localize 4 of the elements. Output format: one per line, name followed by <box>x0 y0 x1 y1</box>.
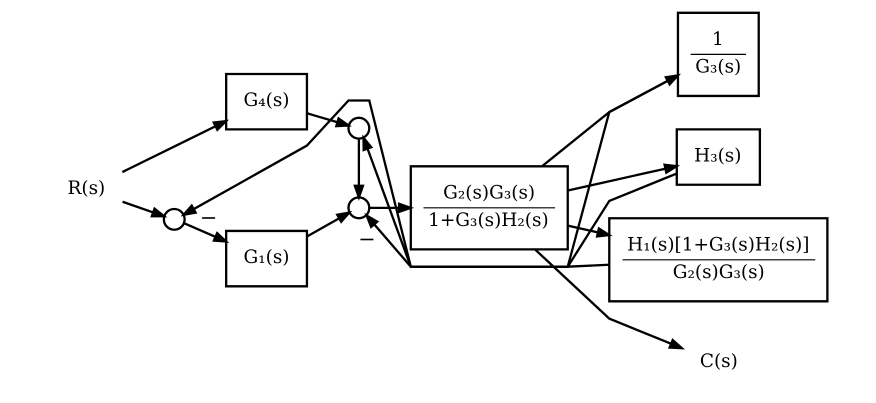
node-text: R(s) <box>67 178 105 199</box>
edge-label: − <box>358 227 376 252</box>
node-text: C(s) <box>699 350 738 372</box>
edge-label: − <box>199 206 217 230</box>
